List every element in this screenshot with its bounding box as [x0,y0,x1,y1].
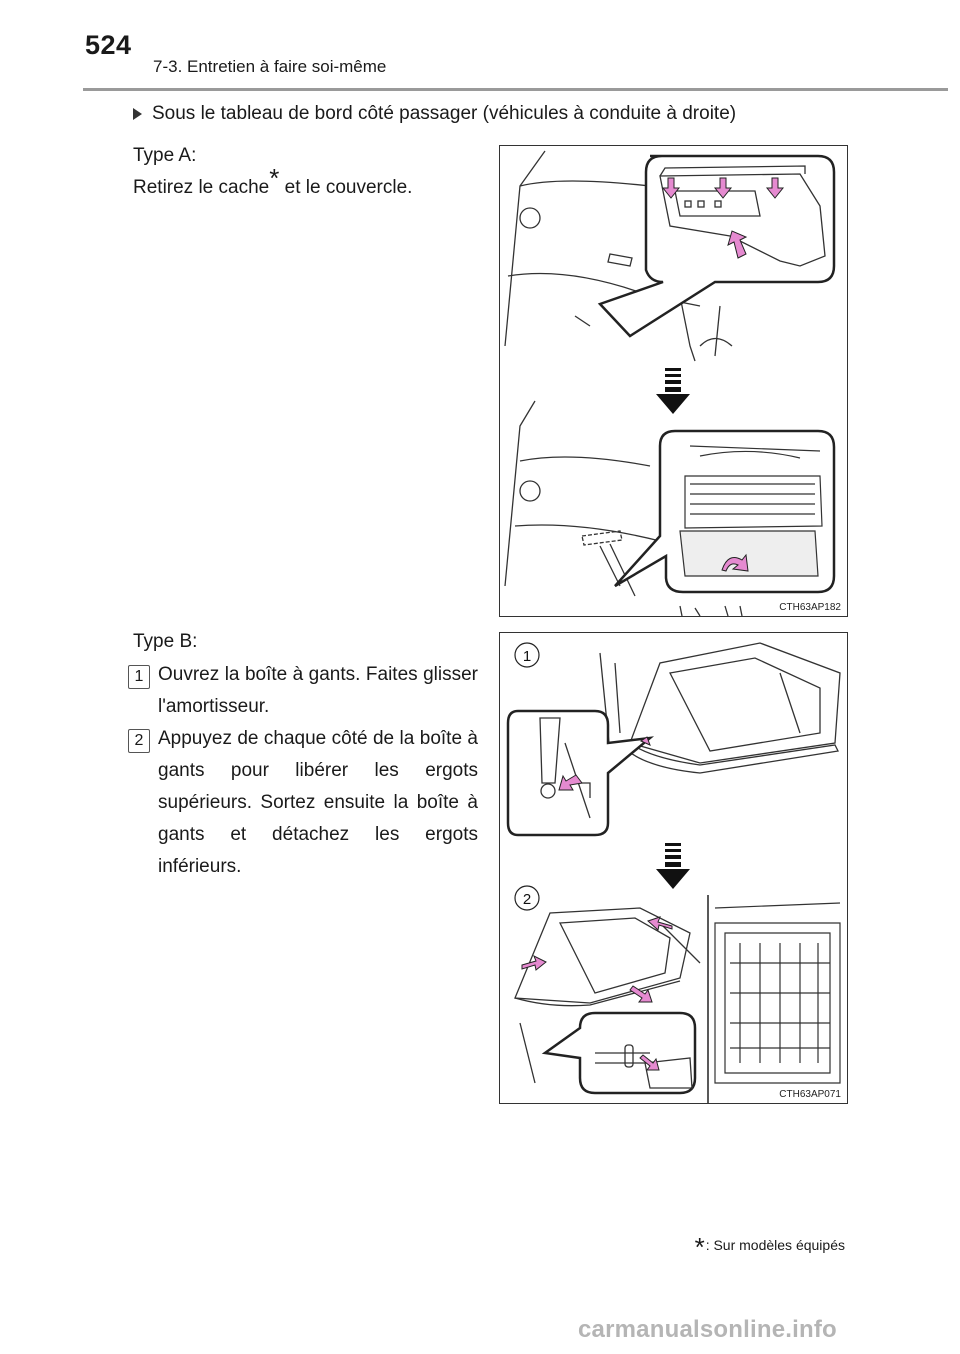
fuse-cover-illustration [504,150,836,616]
type-a-label: Type A: [133,145,197,166]
callout-2: 2 [514,885,540,911]
figure-a-code: CTH63AP182 [779,602,841,613]
footnote-asterisk: * [694,1232,705,1262]
page-number: 524 [85,30,132,60]
header-rule [83,88,948,91]
footnote-text: : Sur modèles équipés [705,1237,845,1253]
step-2-text: Appuyez de chaque côté de la boîte à gan… [158,728,478,877]
asterisk-mark: * [269,163,280,193]
step-number-2: 2 [128,729,150,753]
callout-1: 1 [514,642,540,668]
figure-type-b: 1 2 [499,632,848,1104]
figure-b-code: CTH63AP071 [779,1089,841,1100]
bullet-text: Sous le tableau de bord côté passager (v… [152,103,737,124]
bullet-heading: Sous le tableau de bord côté passager (v… [133,103,736,125]
watermark: carmanualsonline.info [578,1316,837,1343]
figure-type-a: CTH63AP182 [499,145,848,617]
type-b-label: Type B: [133,631,198,652]
type-a-text: Retirez le cache* et le couvercle. [133,163,413,198]
triangle-bullet-icon [133,108,142,120]
svg-text:2: 2 [523,891,531,908]
section-title: 7-3. Entretien à faire soi-même [153,57,387,76]
glove-box-illustration: 1 2 [506,642,841,1103]
footnote: *: Sur modèles équipés [695,1226,845,1262]
svg-text:1: 1 [523,648,531,665]
step-number-1: 1 [128,665,150,689]
step-1-text: Ouvrez la boîte à gants. Faites glisser … [158,664,478,717]
